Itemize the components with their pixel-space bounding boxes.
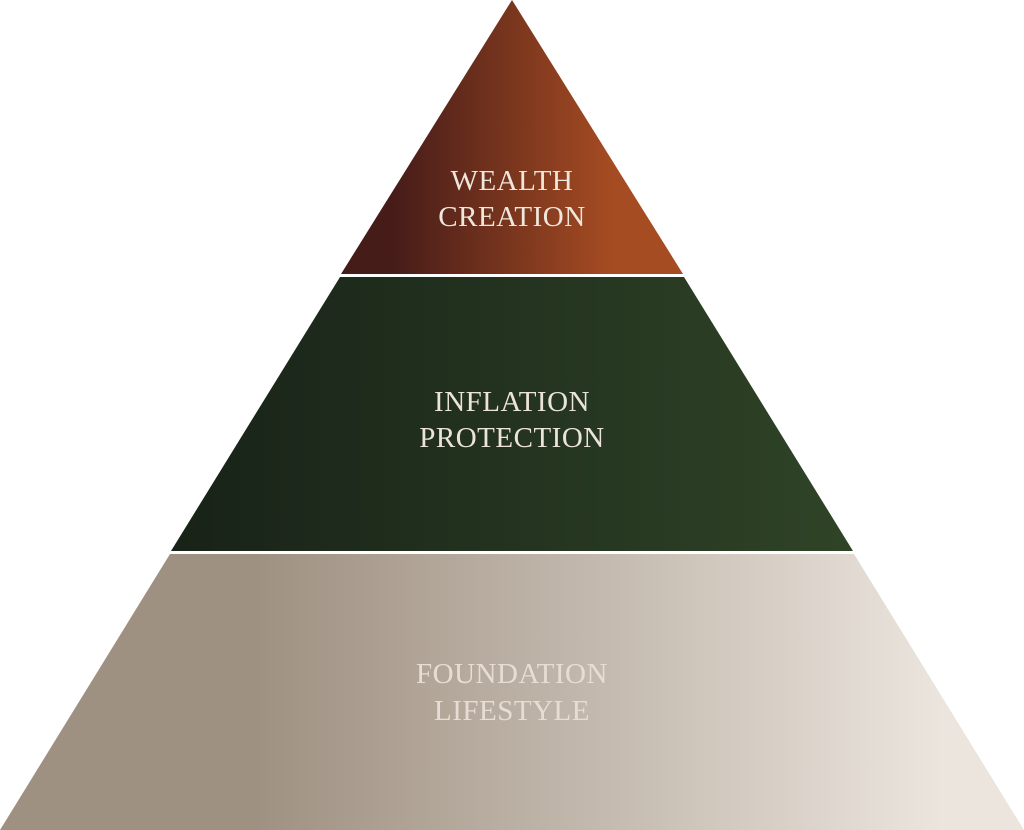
tier-label: INFLATION: [434, 386, 590, 418]
tier-wealth-creation: [341, 0, 683, 274]
tier-label: WEALTH: [451, 165, 574, 197]
tier-inflation-protection: [171, 277, 853, 551]
tier-foundation-lifestyle: [0, 554, 1024, 830]
tier-label: LIFESTYLE: [434, 695, 590, 727]
tier-label: PROTECTION: [419, 422, 604, 454]
tier-label: CREATION: [438, 201, 585, 233]
tier-label: FOUNDATION: [416, 658, 608, 690]
